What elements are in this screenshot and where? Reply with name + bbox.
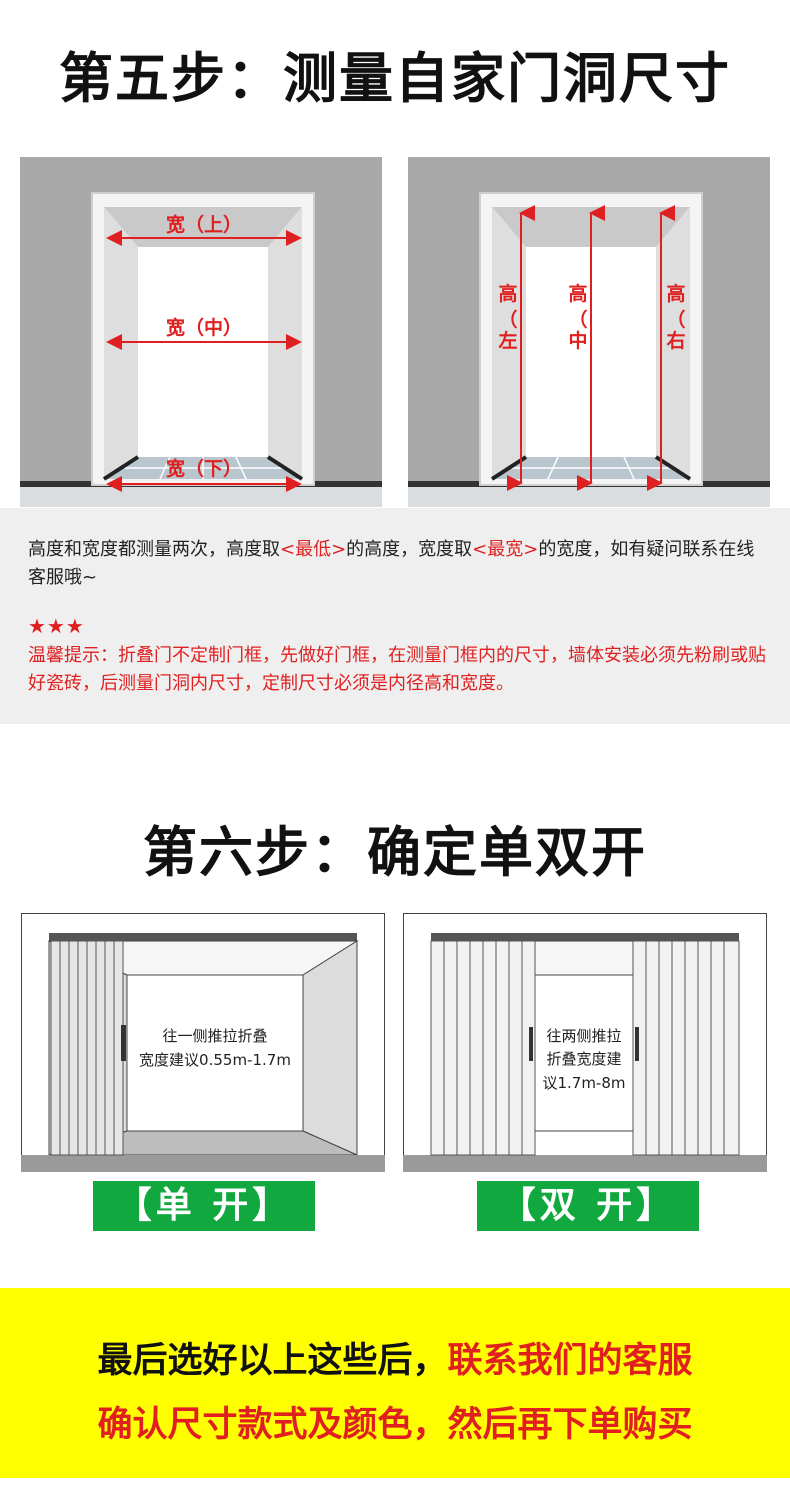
measure-note: 高度和宽度都测量两次，高度取<最低>的高度，宽度取<最宽>的宽度，如有疑问联系在…: [28, 536, 768, 592]
height-left-label: 左: [498, 329, 517, 352]
height-right-paren-open: （: [666, 308, 685, 331]
height-mid-label: 中: [568, 329, 587, 352]
step5-title: 第五步：测量自家门洞尺寸: [59, 47, 731, 110]
single-desc-line2: 宽度建议0.55m-1.7m: [139, 1051, 291, 1069]
height-measure-illustration: 高 （ 左 高 （ 中 高 （ 右: [408, 157, 770, 507]
footer-line1: 最后选好以上这些后，联系我们的客服: [0, 1332, 790, 1383]
width-measure-illustration: 宽（上） 宽（中） 宽（下）: [20, 157, 382, 507]
height-left-char: 高: [498, 282, 517, 305]
star-icons: ★★★: [28, 614, 85, 638]
width-top-label: 宽（上）: [166, 213, 242, 236]
double-open-illustration: 往两侧推拉 折叠宽度建 议1.7m-8m: [403, 913, 767, 1172]
height-right-char: 高: [666, 282, 685, 305]
double-open-label: 【双 开】: [477, 1181, 699, 1231]
height-right-label: 右: [665, 329, 685, 352]
width-bottom-label: 宽（下）: [166, 457, 242, 480]
double-desc-line1: 往两侧推拉: [546, 1027, 621, 1045]
footer-line2: 确认尺寸款式及颜色，然后再下单购买: [97, 1405, 693, 1445]
single-open-illustration: 往一侧推拉折叠 宽度建议0.55m-1.7m: [21, 913, 385, 1172]
note-lowest: <最低>: [280, 539, 347, 560]
double-desc-line2: 折叠宽度建: [546, 1050, 621, 1068]
note-suffix: 的宽度，如有疑问联系在线客服哦~: [28, 539, 755, 588]
footer-line1-black: 最后选好以上这些后，: [97, 1341, 448, 1381]
note-widest: <最宽>: [472, 539, 539, 560]
width-mid-label: 宽（中）: [166, 316, 242, 339]
footer-banner: 最后选好以上这些后，联系我们的客服 确认尺寸款式及颜色，然后再下单购买: [0, 1288, 790, 1478]
measure-notes-panel: 高度和宽度都测量两次，高度取<最低>的高度，宽度取<最宽>的宽度，如有疑问联系在…: [0, 508, 790, 724]
footer-line1-red: 联系我们的客服: [447, 1341, 693, 1381]
step6-title: 第六步：确定单双开: [143, 821, 647, 884]
warm-tip: 温馨提示：折叠门不定制门框，先做好门框，在测量门框内的尺寸，墙体安装必须先粉刷或…: [28, 645, 766, 694]
single-open-label: 【单 开】: [93, 1181, 315, 1231]
height-mid-char: 高: [568, 282, 587, 305]
height-left-paren-open: （: [498, 308, 517, 331]
note-prefix: 高度和宽度都测量两次，高度取: [28, 539, 280, 560]
note-mid: 的高度，宽度取: [346, 539, 473, 560]
height-mid-paren-open: （: [568, 308, 587, 331]
double-desc-line3: 议1.7m-8m: [542, 1074, 625, 1092]
single-desc-line1: 往一侧推拉折叠: [162, 1027, 267, 1045]
